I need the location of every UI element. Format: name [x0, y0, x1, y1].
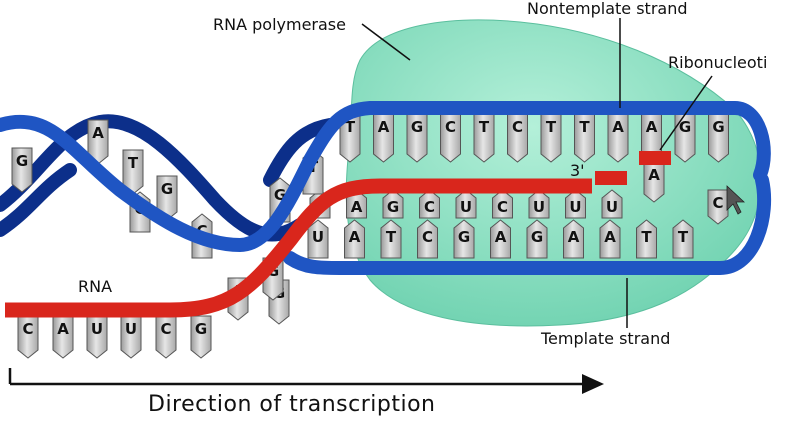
- svg-text:G: G: [411, 118, 423, 136]
- rna-lower-base: A: [52, 315, 74, 359]
- rna-lower-base: U: [120, 315, 142, 359]
- svg-text:T: T: [546, 118, 557, 136]
- left-helix-base: T: [122, 149, 144, 195]
- top-base: T: [473, 113, 495, 163]
- svg-text:A: A: [612, 118, 624, 136]
- top-base: T: [540, 113, 562, 163]
- top-base: G: [406, 113, 428, 163]
- template-base: U: [307, 219, 329, 259]
- left-helix-base: A: [87, 119, 109, 165]
- left-helix-base: G: [156, 175, 178, 221]
- svg-text:A: A: [349, 228, 361, 246]
- rna-lower-base: G: [190, 315, 212, 359]
- template-base: T: [672, 219, 694, 259]
- free-ribonucleotide-base: C: [707, 189, 729, 225]
- ribonucleotide-bar: [639, 151, 671, 165]
- svg-text:T: T: [479, 118, 490, 136]
- svg-text:C: C: [424, 198, 435, 216]
- svg-text:A: A: [495, 228, 507, 246]
- rna-base: U: [528, 189, 550, 219]
- svg-text:G: G: [712, 118, 724, 136]
- svg-text:C: C: [712, 194, 723, 212]
- svg-text:G: G: [679, 118, 691, 136]
- rna-base: U: [565, 189, 586, 219]
- top-base: A: [373, 113, 394, 163]
- svg-text:T: T: [579, 118, 590, 136]
- top-base: A: [607, 113, 629, 163]
- svg-text:A: A: [604, 228, 616, 246]
- top-base: A: [641, 113, 662, 163]
- svg-text:T: T: [641, 228, 652, 246]
- template-base: A: [344, 219, 365, 259]
- svg-text:T: T: [345, 118, 356, 136]
- svg-text:A: A: [568, 228, 580, 246]
- left-helix-base: G: [11, 147, 33, 193]
- svg-text:T: T: [128, 154, 139, 172]
- rna-polymerase-shape: [345, 19, 762, 327]
- svg-text:A: A: [648, 166, 660, 184]
- rna-strand: [5, 178, 592, 318]
- top-base: G: [674, 113, 696, 163]
- left-strand-lower: [0, 163, 77, 237]
- svg-text:G: G: [161, 180, 173, 198]
- rna-lower-base: C: [155, 315, 177, 359]
- ribonucleotide-bar: [595, 171, 627, 185]
- svg-text:A: A: [646, 118, 658, 136]
- template-base: G: [526, 219, 548, 259]
- svg-text:U: U: [91, 320, 103, 338]
- svg-text:C: C: [160, 320, 171, 338]
- svg-text:A: A: [378, 118, 390, 136]
- template-strand: [283, 173, 772, 275]
- svg-text:A: A: [351, 198, 363, 216]
- svg-text:U: U: [606, 198, 618, 216]
- svg-text:U: U: [312, 228, 324, 246]
- svg-text:G: G: [195, 320, 207, 338]
- svg-text:U: U: [533, 198, 545, 216]
- svg-text:C: C: [445, 118, 456, 136]
- left-strand-back: [0, 114, 307, 242]
- svg-text:A: A: [92, 124, 104, 142]
- template-base: C: [417, 219, 438, 259]
- rna-base: G: [382, 189, 404, 219]
- template-base: A: [490, 219, 511, 259]
- nontemplate-strand: [0, 101, 771, 253]
- template-base: T: [380, 219, 402, 259]
- svg-text:T: T: [386, 228, 397, 246]
- svg-text:T: T: [678, 228, 689, 246]
- template-base: A: [563, 219, 584, 259]
- top-base: T: [574, 113, 595, 163]
- top-base: G: [708, 113, 729, 163]
- rna-lower-base: C: [17, 315, 39, 359]
- rna-base: U: [601, 189, 623, 219]
- svg-text:C: C: [422, 228, 433, 246]
- svg-text:C: C: [512, 118, 523, 136]
- free-ribonucleotide-base: A: [643, 161, 665, 203]
- svg-text:A: A: [57, 320, 69, 338]
- template-base: T: [636, 219, 657, 259]
- svg-text:G: G: [387, 198, 399, 216]
- svg-text:U: U: [460, 198, 472, 216]
- svg-text:U: U: [569, 198, 581, 216]
- svg-text:C: C: [497, 198, 508, 216]
- top-base: C: [440, 113, 461, 163]
- rna-base: U: [455, 189, 477, 219]
- svg-text:G: G: [531, 228, 543, 246]
- helix-cross-upper: [263, 118, 337, 187]
- svg-text:U: U: [125, 320, 137, 338]
- template-base: G: [453, 219, 475, 259]
- svg-text:G: G: [16, 152, 28, 170]
- rna-lower-base: U: [86, 315, 108, 359]
- svg-text:C: C: [22, 320, 33, 338]
- svg-text:G: G: [458, 228, 470, 246]
- template-base: A: [599, 219, 621, 259]
- top-base: C: [507, 113, 528, 163]
